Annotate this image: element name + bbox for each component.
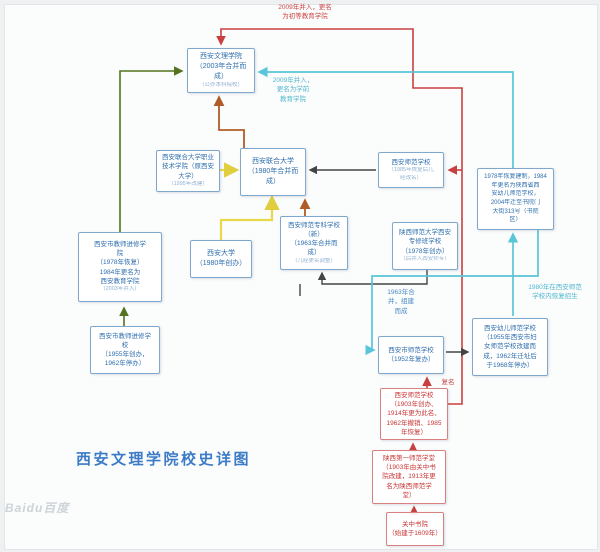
node-youshi-note-line: 2004年迁至书院门 [490, 200, 541, 206]
node-youshi-note-line: 大街313号（书院 [492, 208, 539, 215]
node-shifan-main-line: 年恢复） [401, 428, 427, 436]
baidu-watermark-logo: Baidu百度 [5, 501, 70, 515]
node-zhuanxiuban-line: （后并入西安师专） [400, 255, 450, 262]
node-lianda-line: （1980年合并而 [247, 168, 299, 176]
node-shifan-top-line: 经改名） [399, 174, 422, 181]
node-jinxiu-old: 西安市教师进修学校 （1955年创办， 1962年停办） [90, 326, 160, 374]
node-wenli: 西安文理学院 （2003年合并而成）（公办本科院校） [187, 48, 255, 93]
node-guanzhong: 关中书院 （始建于1609年） [386, 512, 444, 546]
label-merge-1963: 1963年合并，组建而成 [378, 288, 424, 316]
node-jiaoyu-xueyuan-line: （1978年恢复） [96, 259, 144, 267]
node-jiaoyu-xueyuan-line: 西安教育学院 [100, 277, 140, 285]
node-diyi-shifan-line: 陕西第一师范学堂 [383, 454, 435, 462]
label-merge-1963-line: 并，组建 [388, 298, 414, 306]
node-shizhuan-new: 西安师范专科学校（新） （1963年合并而成）（几经更名调整） [280, 216, 348, 270]
node-jiaoyu-xueyuan-line: 院 [116, 250, 124, 258]
node-wenli-line: （2003年合并而 [195, 62, 247, 70]
node-youshi-old-line: 成，1962年迁址后 [483, 352, 537, 360]
node-zhiyuan-line: 西安联合大学职业 [162, 154, 214, 162]
node-shifan-main-line: （1903年创办、 [390, 401, 438, 409]
label-fuming-line: 复名 [441, 379, 455, 386]
node-jiaoyu-xueyuan: 西安市教师进修学院（1978年恢复）1984年更名为西安教育学院（2003年并入… [78, 232, 162, 302]
node-shifan-main-line: 1962年撤销、1985 [386, 419, 442, 427]
node-zhuanxiuban: 陕西师范大学西安专修班学校（1978年创办）（后并入西安师专） [392, 222, 458, 270]
node-diyi-shifan-line: 院改建，1913年更 [382, 473, 436, 481]
node-diyi-shifan: 陕西第一师范学堂 （1903年由关中书院改建，1913年更名为陕西师范学堂） [372, 450, 446, 504]
chart-title: 西安文理学院校史详图 [76, 451, 252, 468]
node-youshi-note-line: 安幼儿师范学校， [491, 191, 540, 198]
node-shizhuan-new-line: （几经更名调整） [291, 257, 336, 264]
label-merge-cyan-line: 2009年并入， [272, 77, 314, 84]
node-youshi-note-line: 1978年恢复建制，1984 [484, 174, 547, 181]
node-guanzhong-line: （始建于1609年） [388, 530, 442, 537]
node-youshi-old-line: 西安幼儿师范学校 [484, 324, 536, 332]
node-youshi-old: 西安幼儿师范学校 （1955年西安市妇女师范学校改建而成，1962年迁址后于196… [472, 318, 548, 376]
node-youshi-note-line: 区） [509, 217, 522, 224]
label-merge-cyan-line: 教育学院 [280, 95, 306, 103]
node-zhiyuan-line: 大学） [178, 172, 198, 180]
node-lianda-line: 西安联合大学 [252, 158, 294, 166]
node-shizhuan-new-line: （1963年合并而 [290, 240, 338, 248]
node-diyi-shifan-line: 名为陕西师范学 [386, 482, 432, 490]
node-shifan-main-line: 1914年更为此名、 [387, 410, 441, 418]
node-zhiyuan-line: 技术学院（原西安 [162, 163, 214, 171]
node-zhuanxiuban-line: （1978年创办） [401, 247, 449, 255]
node-zhuanxiuban-line: 陕西师范大学西安 [399, 229, 451, 237]
node-shifan-top-line: 西安师范学校 [391, 158, 431, 166]
node-jinxiu-old-line: 校 [121, 341, 129, 349]
node-jinxiu-old-line: 西安市教师进修学 [99, 332, 151, 340]
node-shifan-top: 西安师范学校（1985年恢复后几经改名） [378, 152, 444, 188]
node-jinxiu-old-line: 1962年停办） [104, 360, 146, 368]
label-merge-1963-line: 1963年合 [387, 289, 415, 296]
label-resume-note-line: 1980年在西安师范 [528, 284, 582, 291]
node-shizhuan-new-line: 成） [307, 249, 321, 257]
node-shishifan-line: （1952年复办） [387, 356, 435, 363]
node-zhiyuan-line: （1995年改建） [168, 180, 208, 187]
node-xada-line: 西安大学 [207, 250, 235, 258]
label-merge-1963-line: 而成 [394, 307, 408, 315]
node-lianda: 西安联合大学 （1980年合并而成） [240, 148, 306, 196]
node-jiaoyu-xueyuan-line: （2003年并入） [100, 286, 140, 293]
label-merge-red-top: 2009年并入，更名为初等教育学院 [258, 3, 352, 22]
node-jiaoyu-xueyuan-line: 1984年更名为 [99, 268, 141, 276]
label-merge-cyan-line: 更名为学前 [276, 86, 310, 94]
label-merge-red-top-line: 2009年并入，更名 [278, 4, 332, 11]
node-lianda-line: 成） [266, 177, 280, 185]
node-shishifan: 西安市师范学校 （1952年复办） [378, 336, 444, 374]
node-youshi-old-line: 于1968年停办） [486, 361, 534, 369]
node-diyi-shifan-line: 堂） [402, 491, 416, 499]
node-zhiyuan: 西安联合大学职业技术学院（原西安大学）（1995年改建） [156, 150, 220, 192]
node-shizhuan-new-line: （新） [304, 230, 324, 238]
node-youshi-old-line: 女师范学校改建而 [484, 343, 536, 351]
node-guanzhong-line: 关中书院 [402, 520, 428, 528]
label-resume-note-line: 学校内恢复招生 [532, 293, 578, 301]
node-wenli-line: （公办本科院校） [198, 81, 243, 88]
node-xada: 西安大学 （1980年创办） [190, 240, 252, 278]
label-merge-red-top-line: 为初等教育学院 [282, 13, 328, 21]
node-shifan-top-line: （1985年恢复后几 [388, 166, 434, 173]
node-youshi-old-line: （1955年西安市妇 [483, 334, 537, 342]
node-wenli-line: 成） [214, 72, 228, 80]
node-youshi-note-line: 年更名为陕西省西 [491, 182, 540, 189]
node-zhuanxiuban-line: 专修班学校 [408, 238, 442, 246]
label-fuming: 复名 [436, 378, 460, 387]
node-shizhuan-new-line: 西安师范专科学校 [288, 221, 340, 229]
node-jinxiu-old-line: （1955年创办， [101, 351, 149, 358]
node-shishifan-line: 西安市师范学校 [388, 346, 434, 354]
node-jiaoyu-xueyuan-line: 西安市教师进修学 [94, 241, 146, 249]
node-xada-line: （1980年创办） [195, 260, 247, 267]
node-diyi-shifan-line: （1903年由关中书 [382, 464, 436, 472]
node-wenli-line: 西安文理学院 [200, 52, 242, 60]
label-merge-cyan: 2009年并入， 更名为学前教育学院 [262, 76, 324, 104]
node-shifan-main-line: 西安师范学校 [394, 392, 434, 399]
label-resume-note: 1980年在西安师范学校内恢复招生 [512, 283, 598, 302]
